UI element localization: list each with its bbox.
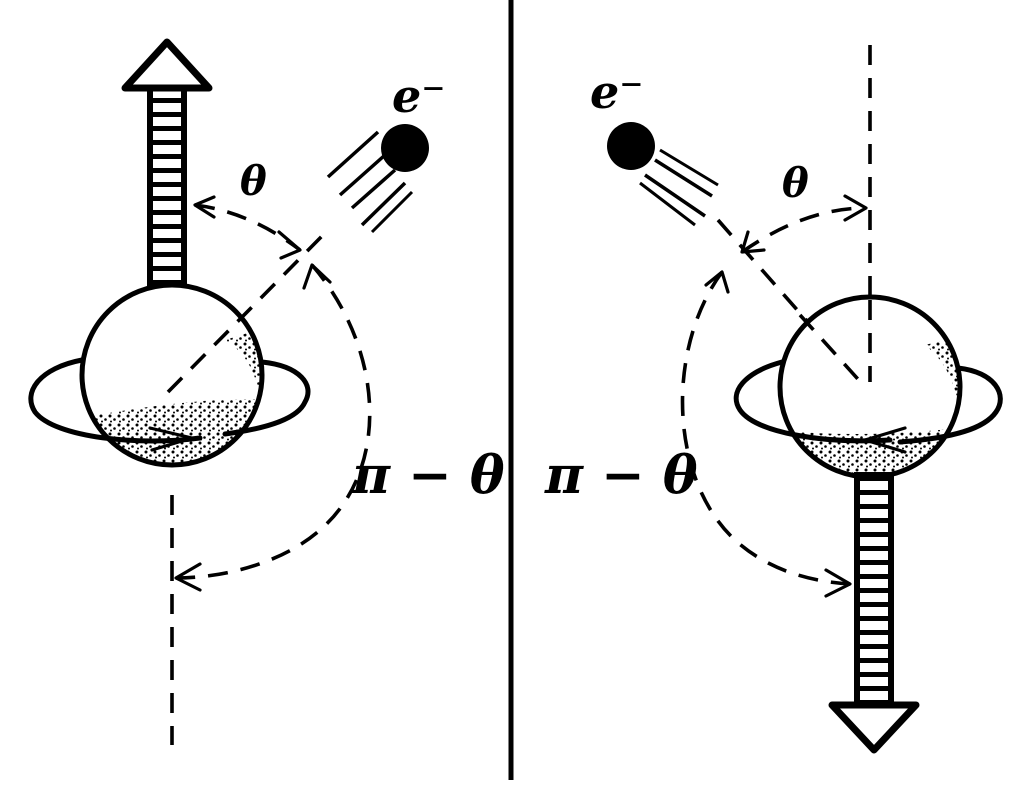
nucleus-sphere [777,294,963,480]
left-panel: e⁻ θ π − θ [28,38,505,745]
pi-minus-theta-arc [680,270,851,586]
theta-label-left: θ [240,158,267,205]
pi-minus-theta-label-right: π − θ [544,445,698,506]
theta-arc [740,206,867,254]
spin-up-arrow-icon [121,38,213,316]
electron-particle [607,122,719,227]
electron-particle [326,124,429,234]
theta-arc [194,203,302,252]
right-panel: e⁻ θ π − θ [544,45,1003,754]
rotation-ring-icon [733,359,1003,454]
pi-minus-theta-arc [175,263,372,580]
spin-down-arrow-icon [828,472,920,754]
theta-label-right: θ [782,160,809,207]
electron-path-dashed-line [166,226,332,394]
nucleus-sphere [79,282,265,468]
electron-label-left: e⁻ [392,69,446,123]
electron-label-right: e⁻ [590,65,644,119]
rotation-ring-icon [28,357,311,452]
pi-minus-theta-label-left: π − θ [351,445,505,506]
